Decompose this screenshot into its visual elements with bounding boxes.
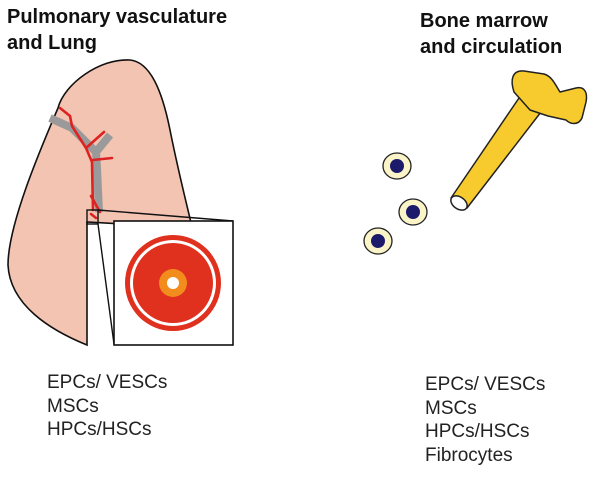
lung-title-line-1: Pulmonary vasculature [7,6,228,28]
lung-cell-type: EPCs/ VESCs [47,372,168,393]
bone-marrow-cell-types-list: EPCs/ VESCs MSCs HPCs/HSCs Fibrocytes [425,373,545,467]
lung-cell-type: HPCs/HSCs [47,419,152,440]
circulating-cell [363,227,393,255]
bone-shape [450,70,588,211]
circulating-cell [398,198,428,226]
lung-cell-types-list: EPCs/ VESCs MSCs HPCs/HSCs [47,371,167,442]
gray-vessel-tree [48,114,114,213]
bone-marrow-cell-type: MSCs [425,397,477,419]
vessel-cross-section [125,235,221,331]
bone-marrow-title-line-2: and circulation [420,36,563,58]
zoom-line-upper [97,209,234,222]
lung-cell-type: MSCs [47,395,99,417]
zoom-line-lower [97,223,115,345]
bone-marrow-panel-title: Bone marrow and circulation [420,8,562,60]
lung-panel-title: Pulmonary vasculature and Lung [7,4,227,56]
bone-marrow-title-line-1: Bone marrow [420,10,548,32]
circulating-cell [382,152,412,180]
bone-marrow-cell-type: HPCs/HSCs [425,421,530,442]
bone-marrow-cell-type: Fibrocytes [425,444,513,466]
bone-marrow-cell-type: EPCs/ VESCs [425,374,546,395]
lung-title-line-2: and Lung [7,32,97,54]
vessel-detail-marker [86,209,99,225]
